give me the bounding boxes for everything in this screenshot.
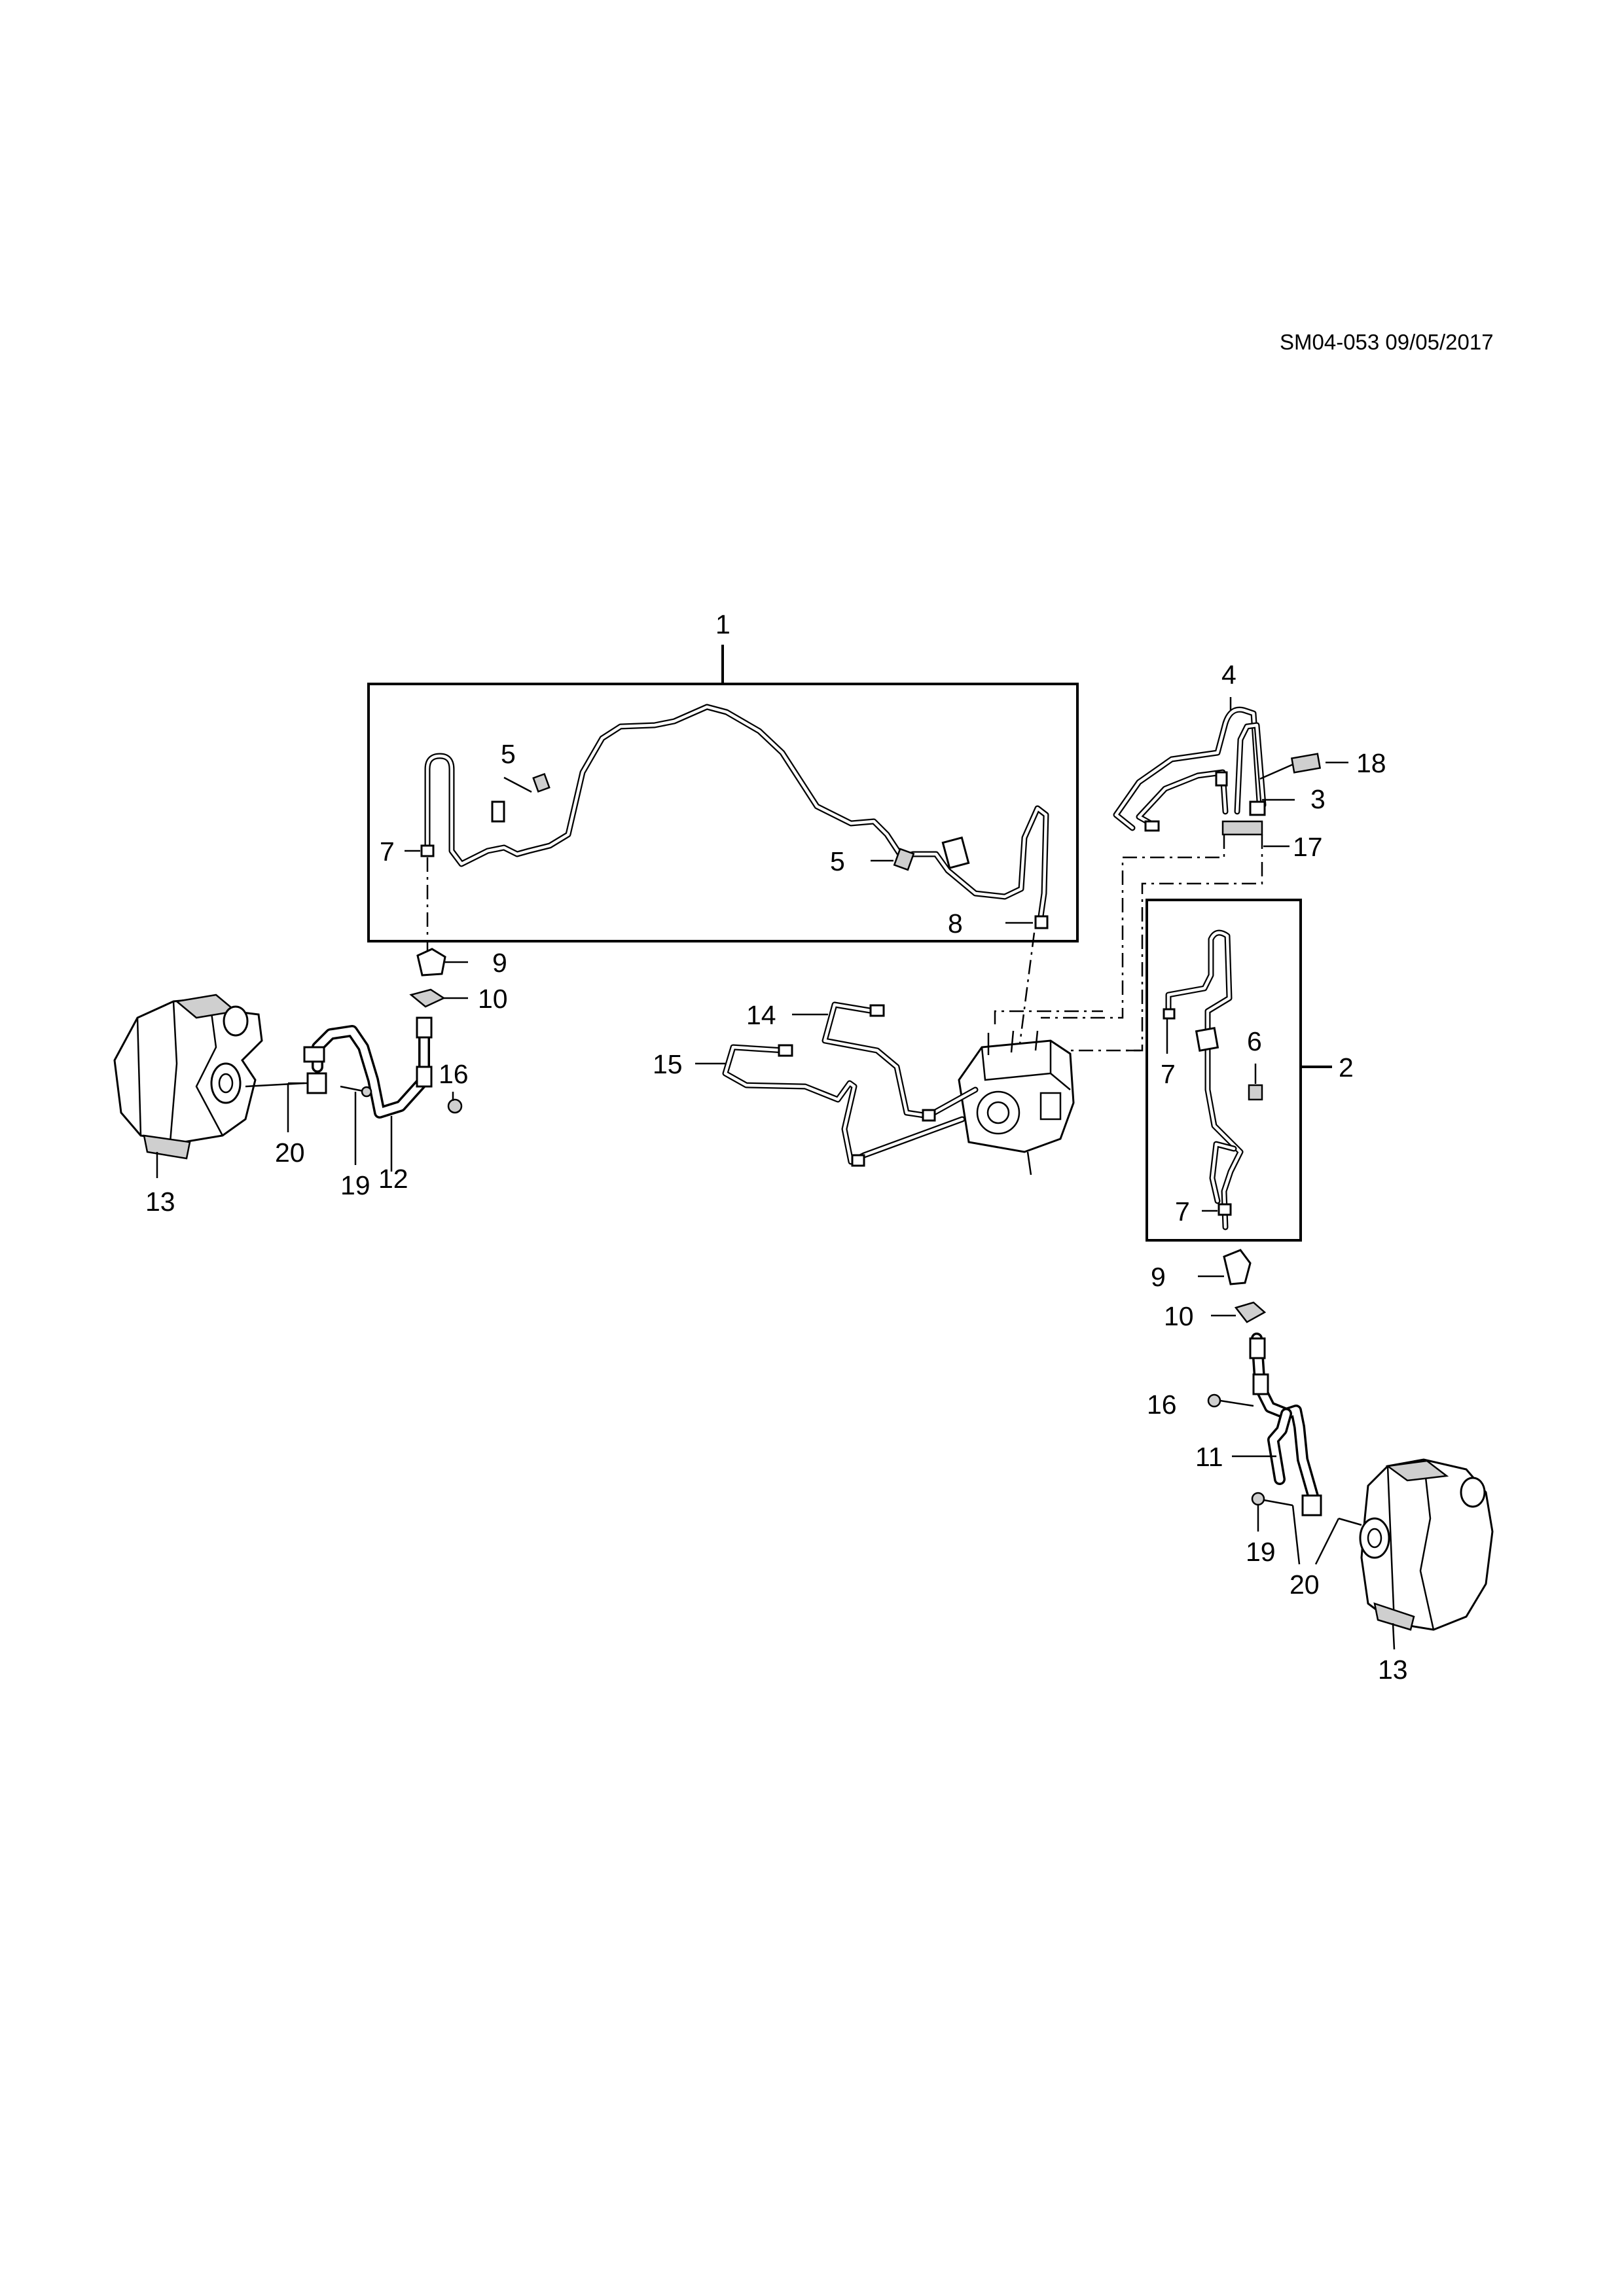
- callout-19-right: 19: [1246, 1537, 1276, 1567]
- assembly-leader-lines: [426, 834, 1263, 1052]
- callout-16-right: 16: [1147, 1390, 1177, 1420]
- left-bolt-16: [447, 1092, 463, 1114]
- left-caliper-13: [113, 994, 305, 1178]
- callout-14: 14: [746, 1000, 776, 1030]
- assembly-1-frame: 1: [367, 609, 1079, 942]
- left-clip-20: [287, 1072, 327, 1132]
- left-bracket-9: [416, 948, 468, 977]
- left-bolt-19: [340, 1085, 372, 1165]
- callout-9-left: 9: [492, 948, 507, 978]
- callout-18: 18: [1356, 748, 1386, 778]
- callout-19-left: 19: [340, 1170, 370, 1200]
- document-id-date: SM04-053 09/05/2017: [1280, 330, 1494, 354]
- callout-16-left: 16: [439, 1059, 469, 1089]
- callout-17: 17: [1293, 832, 1323, 862]
- callout-1: 1: [715, 609, 731, 639]
- callout-3: 3: [1310, 784, 1326, 814]
- abs-pipes: [695, 1001, 979, 1167]
- right-clip-10: [1211, 1301, 1267, 1323]
- callout-10-left: 10: [478, 984, 508, 1014]
- front-right-pipe: [1163, 929, 1263, 1230]
- callout-7-lower-right: 7: [1175, 1196, 1190, 1227]
- front-pipe-bundle: [1113, 697, 1348, 848]
- callout-13-left: 13: [145, 1187, 175, 1217]
- callout-11: 11: [1195, 1442, 1223, 1472]
- right-bolt-19: [1251, 1492, 1293, 1532]
- callout-12: 12: [378, 1164, 408, 1194]
- callout-15: 15: [653, 1049, 683, 1079]
- right-bracket-9: [1198, 1249, 1252, 1285]
- callout-20-left: 20: [275, 1138, 305, 1168]
- callout-4: 4: [1221, 660, 1236, 690]
- callout-8: 8: [948, 908, 963, 939]
- callout-9-right: 9: [1151, 1262, 1166, 1292]
- rear-brake-pipe: [405, 704, 1049, 929]
- callout-10-right: 10: [1164, 1301, 1194, 1331]
- assembly-2-frame: 2: [1146, 899, 1354, 1242]
- callout-7-upper-right: 7: [1161, 1059, 1176, 1089]
- callout-7-left: 7: [380, 836, 395, 867]
- callout-5-lower: 5: [830, 846, 845, 876]
- callout-5-upper: 5: [501, 739, 516, 769]
- right-clip-20: [1291, 1494, 1340, 1565]
- right-caliper-13: [1338, 1458, 1494, 1650]
- callout-20-right: 20: [1290, 1570, 1320, 1600]
- left-hose-12: [303, 1016, 433, 1119]
- callout-2: 2: [1339, 1052, 1354, 1083]
- callout-6: 6: [1247, 1026, 1262, 1056]
- right-bolt-16: [1207, 1393, 1254, 1408]
- right-hose-11: [1232, 1333, 1322, 1511]
- abs-modulator: [958, 1030, 1075, 1175]
- callout-13-right: 13: [1378, 1655, 1408, 1685]
- left-clip-10: [409, 988, 468, 1008]
